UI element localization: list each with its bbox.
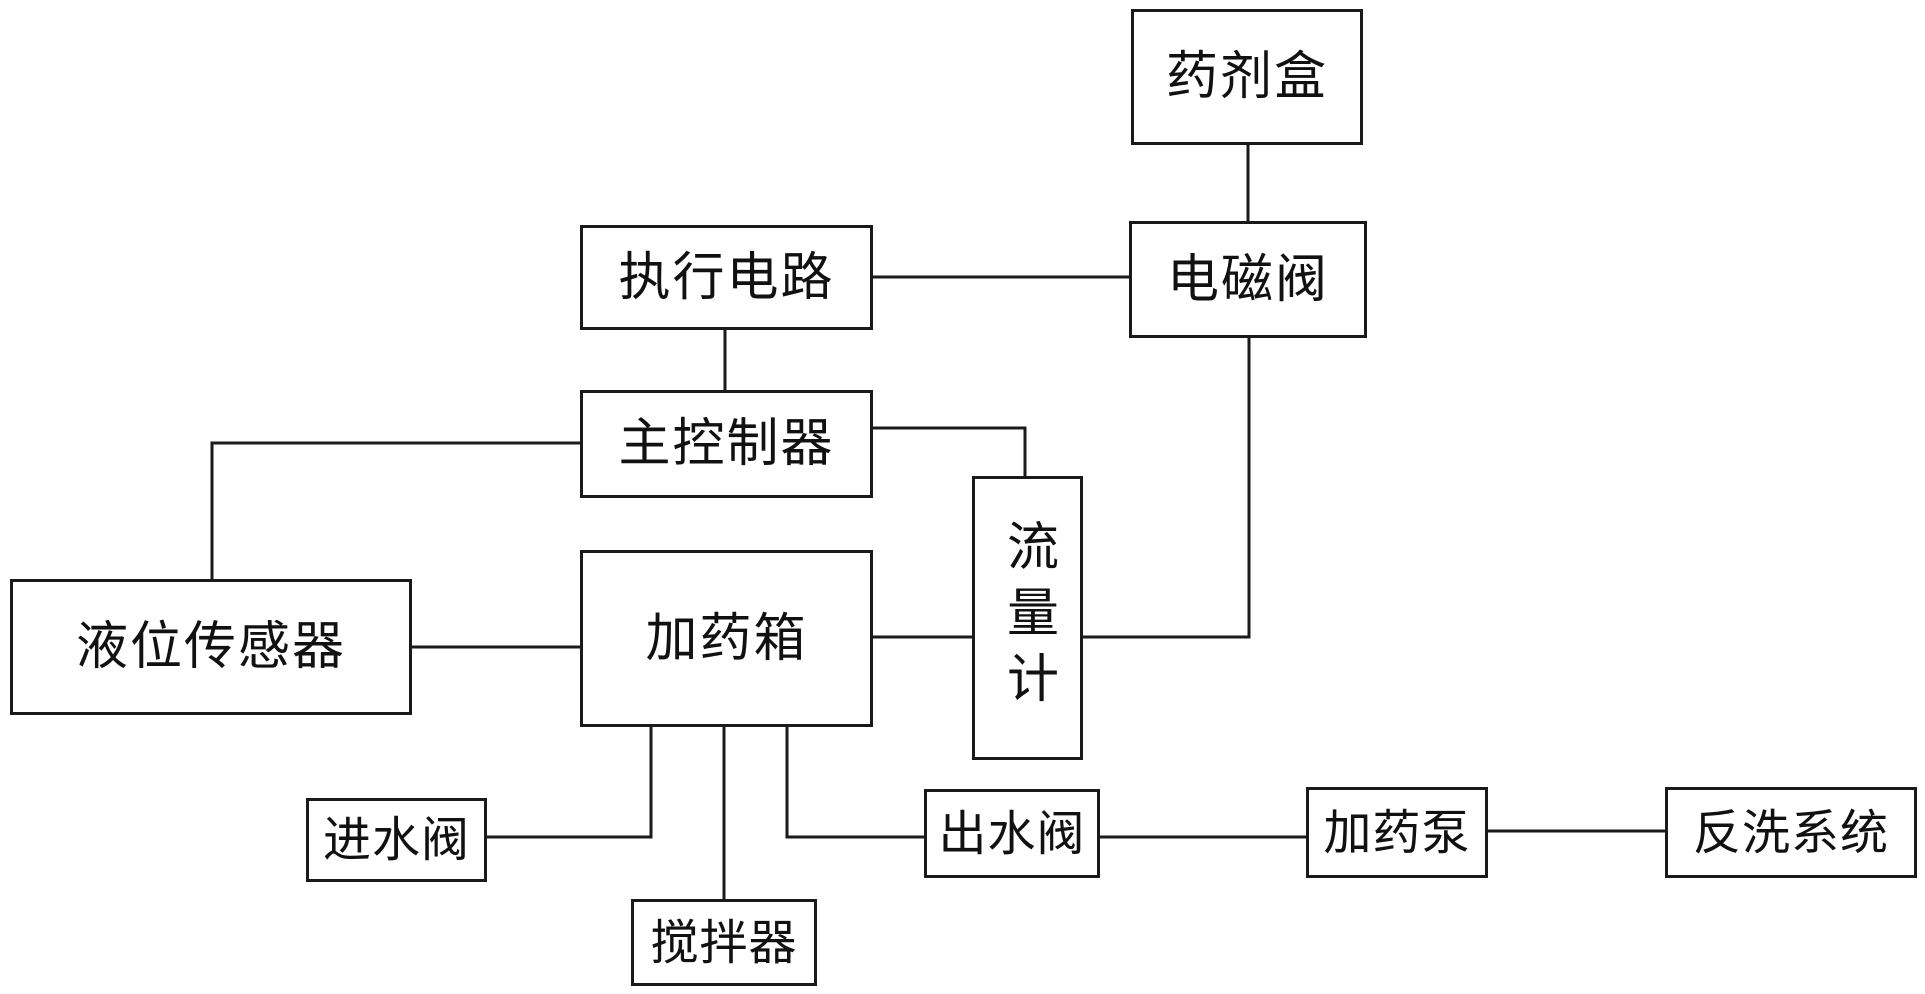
dosing-pump-node: 加药泵	[1306, 787, 1488, 878]
backwash-system-node: 反洗系统	[1665, 787, 1917, 878]
execution-circuit-node: 执行电路	[580, 225, 873, 330]
medicine-box-node: 药剂盒	[1131, 9, 1363, 145]
solenoid-valve-node: 电磁阀	[1129, 221, 1367, 338]
link-dosing-tank-inlet-valve	[485, 725, 653, 839]
link-main-controller-flow-meter	[871, 426, 1027, 478]
liquid-level-sensor-node: 液位传感器	[10, 579, 412, 715]
link-solenoid-valve-flow-meter	[1081, 336, 1251, 639]
link-main-controller-liquid-level-sensor	[210, 441, 582, 581]
main-controller-node: 主控制器	[580, 390, 873, 498]
dosing-tank-node: 加药箱	[580, 550, 873, 727]
inlet-valve-node: 进水阀	[306, 798, 487, 882]
flow-meter-node: 流量计	[972, 476, 1083, 760]
link-dosing-tank-outlet-valve	[785, 725, 926, 839]
outlet-valve-node: 出水阀	[924, 789, 1100, 878]
stirrer-node: 搅拌器	[631, 899, 817, 986]
